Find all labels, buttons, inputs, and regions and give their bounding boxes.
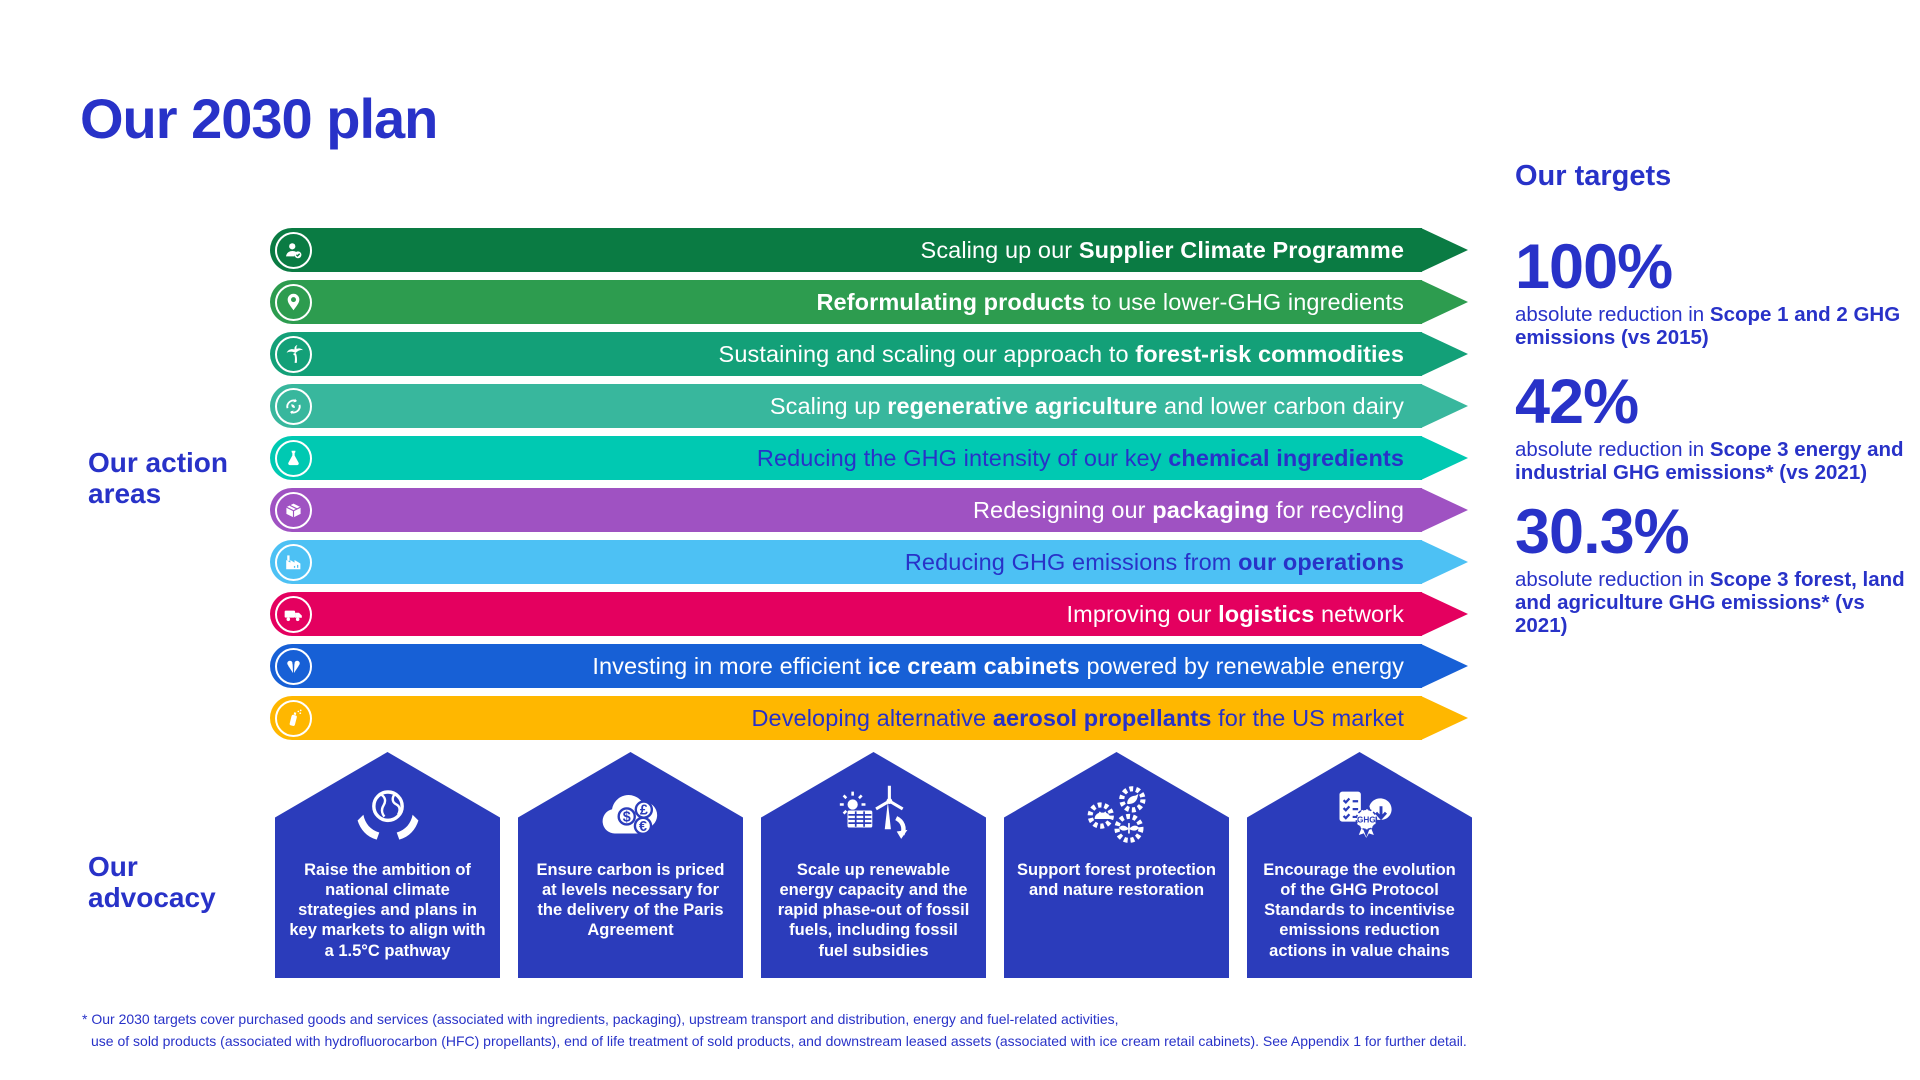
regenerative-agriculture-icon (275, 387, 312, 425)
action-bar-body: Improving our logistics network (270, 592, 1422, 636)
arrow-tip (1421, 592, 1468, 636)
action-bar-body: Scaling up regenerative agriculture and … (270, 384, 1422, 428)
reformulating-icon (275, 283, 312, 321)
advocacy-card-text: Scale up renewable energy capacity and t… (777, 861, 970, 960)
svg-text:€: € (638, 819, 646, 835)
action-bar-body: Developing alternative aerosol propellan… (270, 696, 1422, 740)
advocacy-card-text: Ensure carbon is priced at levels necess… (536, 861, 725, 940)
target-description: absolute reduction in Scope 3 energy and… (1515, 437, 1904, 484)
action-bar-label: Reformulating products to use lower-GHG … (816, 288, 1404, 315)
page-title: Our 2030 plan (80, 87, 438, 150)
target-value: 42% (1515, 367, 1639, 437)
arrow-tip (1421, 436, 1468, 480)
action-bar-label: Reducing the GHG intensity of our key ch… (756, 444, 1404, 471)
action-bar: Reformulating products to use lower-GHG … (270, 280, 1468, 324)
action-bar-label: Developing alternative aerosol propellan… (751, 704, 1404, 731)
hands-globe-icon (340, 778, 436, 860)
svg-text:$: $ (622, 809, 630, 825)
action-bar: Investing in more efficient ice cream ca… (270, 644, 1468, 688)
chemical-ingredients-icon (275, 439, 312, 477)
ice-cream-cabinet-icon (275, 647, 312, 685)
arrow-tip (1421, 488, 1468, 532)
nature-protection-icon (1069, 778, 1165, 860)
action-bar-body: Scaling up our Supplier Climate Programm… (270, 228, 1422, 272)
advocacy-card: Raise the ambition of national climate s… (275, 752, 500, 978)
advocacy-card: Scale up renewable energy capacity and t… (761, 752, 986, 978)
advocacy-card: GHG Encourage the evolution of the GHG P… (1247, 752, 1472, 978)
supplier-climate-icon (275, 231, 312, 269)
action-bar-label: Scaling up our Supplier Climate Programm… (920, 236, 1404, 263)
arrow-tip (1421, 332, 1468, 376)
advocacy-cards-group: Raise the ambition of national climate s… (275, 752, 1472, 978)
advocacy-label: Our advocacy (88, 851, 216, 913)
arrow-tip (1421, 228, 1468, 272)
target-value: 30.3% (1515, 497, 1690, 567)
target-description: absolute reduction in Scope 3 forest, la… (1515, 567, 1905, 638)
targets-panel: Our targets 100% absolute reduction in S… (1515, 160, 1910, 637)
operations-factory-icon (275, 543, 312, 581)
advocacy-card-text: Support forest protection and nature res… (1017, 861, 1216, 900)
advocacy-card-text: Raise the ambition of national climate s… (289, 861, 486, 960)
target-item: 42% absolute reduction in Scope 3 energy… (1515, 367, 1910, 484)
forest-risk-icon (275, 335, 312, 373)
arrow-tip (1421, 644, 1468, 688)
action-bar-body: Sustaining and scaling our approach to f… (270, 332, 1422, 376)
action-bar: Reducing GHG emissions from our operatio… (270, 540, 1468, 584)
targets-heading: Our targets (1515, 160, 1672, 192)
action-bar: Redesigning our packaging for recycling (270, 488, 1468, 532)
action-bar-label: Scaling up regenerative agriculture and … (769, 392, 1404, 419)
arrow-tip (1421, 384, 1468, 428)
advocacy-card: Support forest protection and nature res… (1004, 752, 1229, 978)
action-bar: Scaling up our Supplier Climate Programm… (270, 228, 1468, 272)
action-bar: Developing alternative aerosol propellan… (270, 696, 1468, 740)
footnote-line-2: use of sold products (associated with hy… (91, 1033, 1467, 1050)
arrow-tip (1421, 540, 1468, 584)
carbon-pricing-clouds-icon: $ £€ (583, 778, 679, 860)
action-bar: Sustaining and scaling our approach to f… (270, 332, 1468, 376)
target-value: 100% (1515, 232, 1673, 302)
action-bar-label: Improving our logistics network (1066, 600, 1404, 627)
action-bar-label: Investing in more efficient ice cream ca… (592, 652, 1404, 679)
aerosol-propellant-icon (275, 699, 312, 737)
action-bar-body: Reducing GHG emissions from our operatio… (270, 540, 1422, 584)
action-bar-body: Redesigning our packaging for recycling (270, 488, 1422, 532)
footnote-line-1: * Our 2030 targets cover purchased goods… (82, 1011, 1119, 1027)
footnote: * Our 2030 targets cover purchased goods… (82, 1008, 1467, 1053)
action-bars-group: Scaling up our Supplier Climate Programm… (270, 228, 1470, 748)
svg-text:GHG: GHG (1356, 815, 1375, 824)
arrow-tip (1421, 696, 1468, 740)
advocacy-card-text: Encourage the evolution of the GHG Proto… (1263, 861, 1456, 960)
advocacy-card: $ £€ Ensure carbon is priced at levels ne… (518, 752, 743, 978)
action-bar: Reducing the GHG intensity of our key ch… (270, 436, 1468, 480)
action-bar-label: Redesigning our packaging for recycling (972, 496, 1404, 523)
arrow-tip (1421, 280, 1468, 324)
renewable-energy-icon (826, 778, 922, 860)
action-bar-body: Investing in more efficient ice cream ca… (270, 644, 1422, 688)
target-description: absolute reduction in Scope 1 and 2 GHG … (1515, 302, 1901, 349)
logistics-truck-icon (275, 595, 312, 633)
action-bar-label: Reducing GHG emissions from our operatio… (904, 548, 1404, 575)
action-bar-label: Sustaining and scaling our approach to f… (718, 340, 1404, 367)
target-item: 30.3% absolute reduction in Scope 3 fore… (1515, 497, 1910, 638)
packaging-icon (275, 491, 312, 529)
target-item: 100% absolute reduction in Scope 1 and 2… (1515, 232, 1910, 349)
action-bar: Scaling up regenerative agriculture and … (270, 384, 1468, 428)
action-bar-body: Reformulating products to use lower-GHG … (270, 280, 1422, 324)
svg-text:£: £ (639, 803, 647, 819)
action-bar: Improving our logistics network (270, 592, 1468, 636)
action-bar-body: Reducing the GHG intensity of our key ch… (270, 436, 1422, 480)
ghg-protocol-icon: GHG (1312, 778, 1408, 860)
action-areas-label: Our action areas (88, 447, 229, 509)
